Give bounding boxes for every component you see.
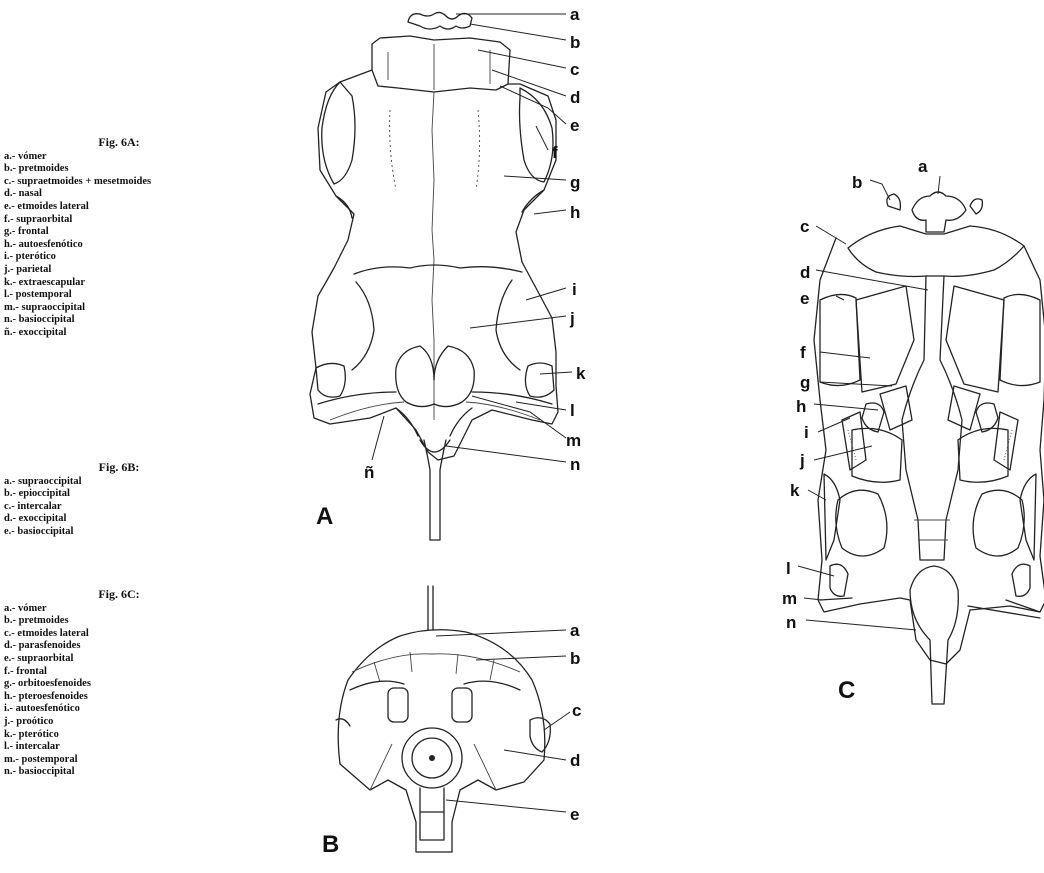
fig-a-label: d <box>570 88 580 107</box>
fig-c-frontal <box>856 286 1004 392</box>
fig-c-label: i <box>804 423 809 442</box>
figure-c-skull-ventral: a b c d e f g h i j k l m n C <box>782 157 1044 704</box>
fig-c-fosa-left <box>836 490 887 556</box>
fig-b-foramen-left <box>388 688 408 722</box>
fig-a-label: l <box>570 401 575 420</box>
fig-c-fosa-right <box>973 490 1024 556</box>
fig-c-label: d <box>800 263 810 282</box>
fig-c-etmoides-lateral <box>848 226 1024 277</box>
fig-a-basioccipital <box>424 440 446 540</box>
fig-c-pterotico <box>824 474 1036 560</box>
fig-c-panel-label: C <box>838 677 855 704</box>
fig-c-pretmoides <box>887 194 983 214</box>
fig-c-postemporal <box>820 598 1040 618</box>
fig-b-epioccipital <box>350 681 520 690</box>
fig-b-label: c <box>572 701 581 720</box>
fig-c-label: m <box>782 589 797 608</box>
fig-c-vomer <box>912 192 966 232</box>
fig-a-label: i <box>572 280 577 299</box>
fig-a-label: m <box>566 431 581 450</box>
fig-a-frontal-suture <box>354 265 522 274</box>
fig-a-label: g <box>570 173 580 192</box>
fig-c-intercalar <box>830 564 1030 596</box>
fig-c-prootico <box>852 428 1008 482</box>
fig-c-orbitoesfenoides <box>880 386 980 430</box>
fig-c-label: b <box>852 173 862 192</box>
fig-c-autoesfenotico <box>842 412 1018 470</box>
fig-c-label: f <box>800 343 806 362</box>
fig-c-skull-outline <box>814 238 1044 664</box>
fig-c-label: a <box>918 157 928 176</box>
fig-c-pteroesfenoides <box>862 403 998 432</box>
fig-b-label: a <box>570 621 580 640</box>
fig-c-label: n <box>786 613 796 632</box>
fig-a-label: b <box>570 33 580 52</box>
fig-c-label: j <box>799 451 805 470</box>
fig-a-autoesfenotico <box>336 190 544 218</box>
fig-b-intercalar <box>530 718 550 752</box>
fig-a-label: ñ <box>364 463 374 482</box>
fig-a-label: e <box>570 116 579 135</box>
figure-b-skull-posterior: a b c d e B <box>322 586 581 858</box>
fig-b-spine <box>428 586 433 630</box>
fig-a-label: k <box>576 364 586 383</box>
fig-c-label: k <box>790 481 800 500</box>
fig-a-panel-label: A <box>316 503 333 530</box>
fig-a-etmoides-lateral-left <box>322 82 355 184</box>
fig-c-label: h <box>796 397 806 416</box>
fig-a-extraescapular-right <box>525 363 554 397</box>
fig-b-label: d <box>570 751 580 770</box>
fig-b-label: e <box>570 805 579 824</box>
fig-b-basioccipital <box>420 788 444 840</box>
fig-c-supraorbital-right <box>1000 294 1040 385</box>
fig-c-label: e <box>800 289 809 308</box>
fig-a-supraoccipital <box>396 346 475 407</box>
fig-b-foramen-right <box>452 688 472 722</box>
fig-a-vomer <box>408 12 472 29</box>
fig-c-label: g <box>800 373 810 392</box>
fig-c-supraorbital-left <box>820 294 860 385</box>
fig-a-extraescapular-left <box>316 363 345 397</box>
fig-a-label: j <box>569 309 575 328</box>
fig-b-panel-label: B <box>322 831 339 858</box>
figure-a-skull-dorsal: a b c d e f g h i j k l m n ñ A <box>310 5 586 540</box>
fig-c-label: l <box>786 559 791 578</box>
fig-c-label: c <box>800 217 809 236</box>
fig-a-label: h <box>570 203 580 222</box>
fig-c-basioccipital <box>910 566 958 704</box>
fig-a-label: c <box>570 60 579 79</box>
fig-a-label: a <box>570 5 580 24</box>
fig-a-label: f <box>552 143 558 162</box>
fig-b-label: b <box>570 649 580 668</box>
fig-a-supraetmoides <box>372 36 510 92</box>
fig-a-label: n <box>570 455 580 474</box>
